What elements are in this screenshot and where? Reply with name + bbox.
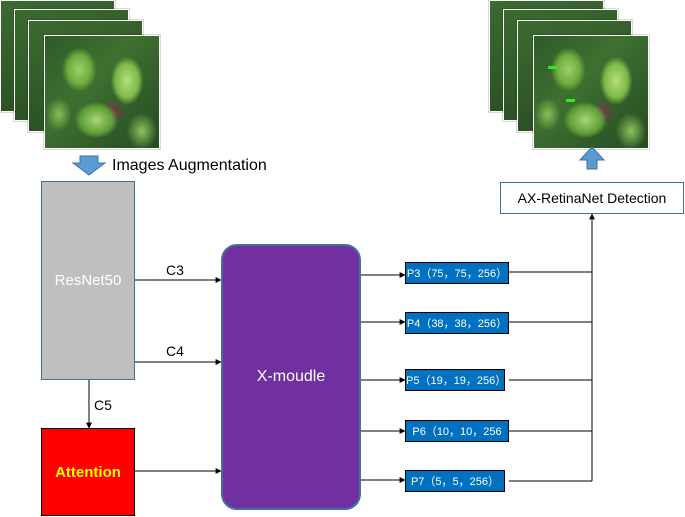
p3-box: P3（75，75，256） (405, 262, 509, 284)
p7-box: P7（5，5，256） (405, 470, 505, 492)
c4-label: C4 (166, 343, 184, 359)
p5-label: P5（19，19，256） (406, 375, 507, 387)
detection-block: AX-RetinaNet Detection (500, 182, 684, 214)
x-module-label: X-moudle (256, 368, 326, 385)
resnet50-block: ResNet50 (41, 181, 135, 380)
attention-block: Attention (41, 428, 135, 516)
p4-box: P4（38，38，256） (405, 312, 509, 334)
p6-box: P6（10，10，256 (405, 420, 509, 442)
augmentation-arrow-icon (71, 155, 107, 176)
detection-box (548, 66, 557, 69)
p6-label: P6（10，10，256 (412, 426, 502, 438)
detection-up-arrow-icon (578, 146, 606, 170)
p4-label: P4（38，38，256） (406, 318, 508, 330)
p7-label: P7（5，5，256） (410, 476, 500, 488)
p5-box: P5（19，19，256） (405, 369, 507, 391)
resnet50-label: ResNet50 (54, 272, 122, 289)
c3-label: C3 (166, 262, 184, 278)
attention-label: Attention (55, 463, 121, 481)
detection-label: AX-RetinaNet Detection (517, 190, 667, 206)
detection-box (566, 99, 575, 102)
input-image-1 (44, 35, 160, 149)
output-image-1 (533, 35, 649, 149)
p3-label: P3（75，75，256） (406, 268, 508, 280)
augmentation-label: Images Augmentation (112, 157, 267, 174)
x-module-block: X-moudle (221, 244, 361, 510)
c5-label: C5 (94, 397, 112, 413)
